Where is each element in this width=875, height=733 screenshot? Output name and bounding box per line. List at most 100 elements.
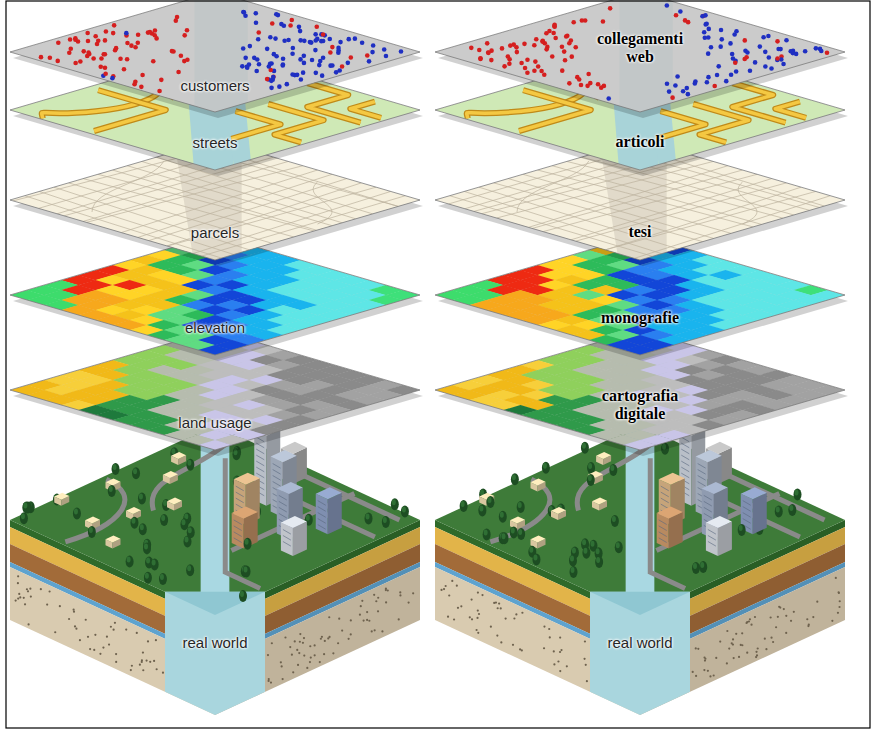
illustration-part [394,0,875,124]
tree [402,506,406,512]
customer-dot [269,86,274,91]
layer-name: tesi [628,223,651,241]
customer-dot [769,66,774,71]
tree [152,559,156,565]
illustration-part [657,506,683,518]
layer-label: elevation [181,317,249,338]
gravel-dot [560,649,562,651]
tree [543,463,547,469]
illustration-part [279,507,287,512]
customer-dot [299,77,304,82]
gravel-dot [130,669,132,671]
gravel-dot [559,670,561,672]
gravel-dot [764,638,766,640]
customer-dot [290,72,295,77]
customer-dot [111,31,116,36]
illustration-part [126,507,141,514]
customer-dot [478,57,483,62]
illustration-part [659,532,667,537]
river-cut [165,592,265,715]
gravel-dot [500,641,502,643]
illustration-part [681,449,689,454]
customer-dot [256,30,261,35]
tree [243,565,251,577]
tree [479,505,483,511]
gravel-dot [505,617,507,619]
illustration-part [704,507,712,512]
illustration-part [681,455,689,460]
illustration-part [704,495,712,500]
customer-dot [340,64,345,69]
customer-dot [753,60,758,65]
customer-dot [775,39,780,44]
illustration-part [704,513,712,518]
gravel-dot [785,632,787,634]
gravel-dot [496,634,498,636]
gravel-dot [323,653,325,655]
gravel-dot [447,616,449,618]
illustration-part [698,470,706,475]
tree [245,539,249,545]
gravel-dot [806,618,808,620]
customer-dot [256,37,261,42]
building [596,452,611,465]
customer-dot [728,41,733,46]
gravel-dot [30,595,32,597]
customer-dot [39,55,44,60]
illustration-part [0,0,461,124]
customer-dot [73,61,78,66]
customer-dot [719,28,724,33]
gravel-dot [398,618,400,620]
building [316,487,342,534]
illustration-part [596,452,611,459]
gravel-dot [341,629,343,631]
gravel-dot [478,613,480,615]
customer-dot [85,31,90,36]
illustration-part [283,529,291,534]
building [106,536,121,549]
customer-dot [241,10,246,15]
gravel-dot [366,611,368,613]
customer-dot [781,62,786,67]
customer-dot [686,92,691,97]
illustration-part [706,516,732,528]
gravel-dot [350,619,352,621]
gravel-dot [306,667,308,669]
tree [22,502,30,514]
gravel-dot [777,616,779,618]
customer-dot [748,69,753,74]
illustration-part [681,467,689,472]
tree [512,474,516,480]
gravel-dot [543,625,545,627]
gravel-dot [142,651,144,653]
parcel-line [473,187,684,249]
gravel-dot [728,647,730,649]
customer-dot [551,31,556,36]
parcel-line [625,196,839,259]
customer-dot [353,36,358,41]
illustration-part [328,493,342,534]
customer-dot [525,57,530,62]
gravel-dot [373,594,375,596]
layer-name: cartografia digitale [592,387,688,423]
illustration-part [702,482,728,494]
gravel-dot [40,588,42,590]
illustration-part [704,501,712,506]
gravel-dot [320,638,322,640]
customer-dot [103,65,108,70]
gravel-dot [113,629,115,631]
illustration-part [510,517,525,524]
tree [588,475,592,481]
customer-dot [301,70,306,75]
tree [133,468,137,474]
tree [499,511,507,523]
gravel-dot [586,680,588,682]
land-plate [9,330,423,456]
gravel-dot [835,577,837,579]
gravel-dot [59,605,61,607]
gravel-dot [387,589,389,591]
customer-dot [151,59,156,64]
gravel-dot [707,670,709,672]
illustration-part [706,523,718,557]
parcel-line [576,181,787,243]
